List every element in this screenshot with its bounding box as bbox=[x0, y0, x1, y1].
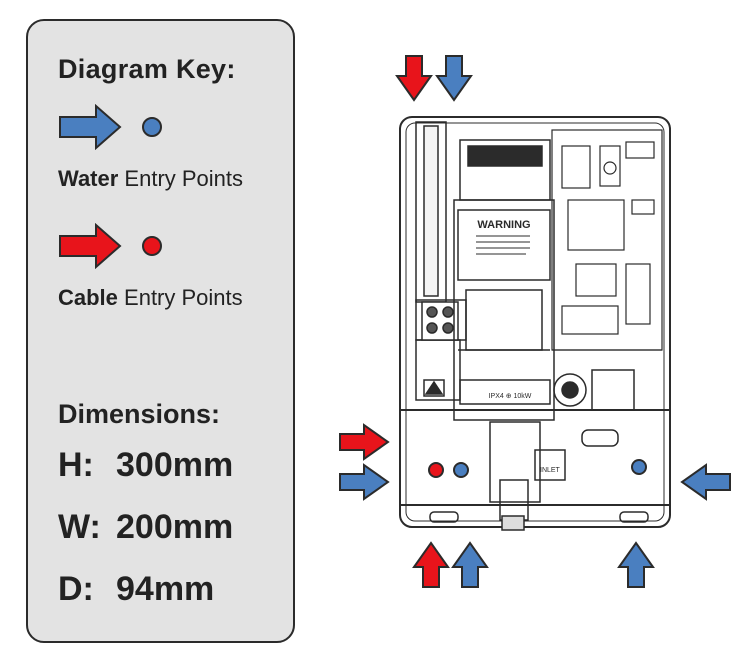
bottom-cable-arrow-icon bbox=[413, 542, 449, 588]
water-caption-rest: Entry Points bbox=[118, 166, 244, 191]
unit-outline bbox=[399, 116, 671, 528]
inlet-label: INLET bbox=[540, 467, 561, 474]
dimension-depth-value: 94mm bbox=[116, 570, 215, 608]
dimension-width-label: W: bbox=[58, 508, 101, 546]
water-entry-point-right bbox=[631, 459, 647, 475]
key-title: Diagram Key: bbox=[58, 54, 236, 84]
cable-caption-rest: Entry Points bbox=[117, 285, 243, 310]
bottom-right-water-arrow-icon bbox=[618, 542, 654, 588]
water-arrow-icon bbox=[59, 104, 162, 150]
dimension-height-label: H: bbox=[58, 446, 94, 484]
cable-caption-bold: Cable bbox=[58, 285, 118, 310]
dimension-depth: D: 94mm bbox=[58, 570, 214, 609]
right-water-arrow-icon bbox=[681, 464, 731, 500]
water-entry-point-left bbox=[453, 462, 469, 478]
top-water-arrow-icon bbox=[436, 55, 472, 101]
circuit-board bbox=[551, 129, 663, 351]
lower-components bbox=[489, 369, 635, 531]
dimension-width: W: 200mm bbox=[58, 508, 233, 547]
diagram-key-panel: Diagram Key: Water Entry Points Cable En… bbox=[26, 19, 295, 643]
top-cable-arrow-icon bbox=[396, 55, 432, 101]
dimensions-title: Dimensions: bbox=[58, 399, 221, 429]
heater-tank bbox=[453, 139, 555, 421]
cable-arrow-icon bbox=[59, 223, 162, 269]
water-entry-caption: Water Entry Points bbox=[58, 166, 243, 192]
water-point-icon bbox=[142, 117, 162, 137]
dimension-depth-label: D: bbox=[58, 570, 94, 608]
unit-feet bbox=[429, 511, 649, 523]
left-cable-arrow-icon bbox=[339, 424, 389, 460]
left-water-arrow-icon bbox=[339, 464, 389, 500]
water-heater-diagram: WARNING IPX4 ⊕ 10kW INLET bbox=[339, 55, 731, 588]
dimension-height-value: 300mm bbox=[116, 446, 234, 484]
bottom-water-arrow-icon bbox=[452, 542, 488, 588]
water-caption-bold: Water bbox=[58, 166, 119, 191]
warning-text-lines bbox=[476, 235, 530, 255]
cable-entry-point bbox=[428, 462, 444, 478]
dimension-height: H: 300mm bbox=[58, 446, 233, 485]
cable-entry-caption: Cable Entry Points bbox=[58, 285, 243, 311]
rating-label: IPX4 ⊕ 10kW bbox=[489, 393, 532, 400]
terminal-block bbox=[421, 301, 459, 397]
cable-point-icon bbox=[142, 236, 162, 256]
warning-label: WARNING bbox=[477, 219, 530, 231]
dimension-width-value: 200mm bbox=[116, 508, 234, 546]
